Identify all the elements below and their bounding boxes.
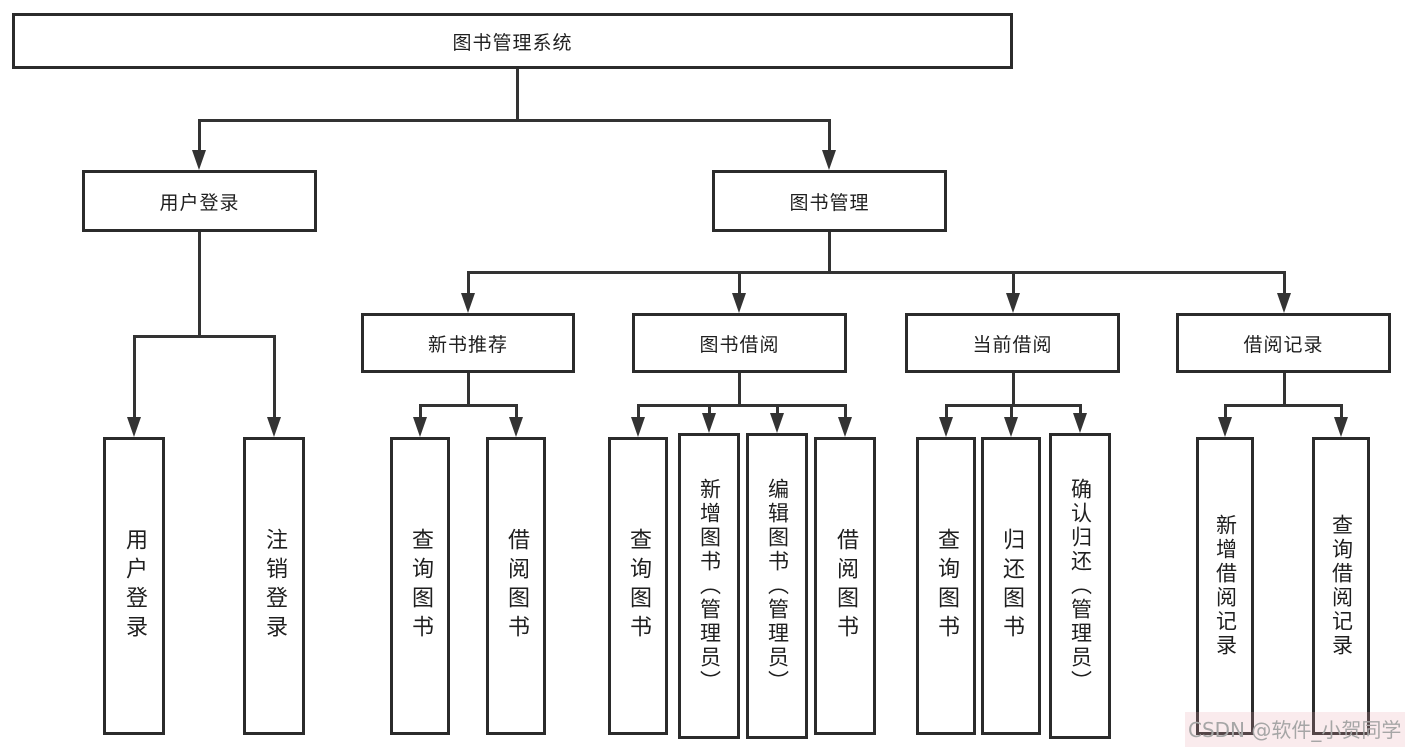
- arrowhead-icon: [1218, 417, 1232, 437]
- connector-arrow-shaft: [514, 405, 518, 419]
- connector-arrow-shaft: [1339, 405, 1343, 419]
- node-label: 借阅图书: [833, 528, 858, 644]
- connector-horizontal: [418, 403, 518, 407]
- arrowhead-icon: [127, 417, 141, 437]
- watermark-text: CSDN @软件_小贺同学: [1188, 718, 1402, 742]
- arrowhead-icon: [631, 417, 645, 437]
- connector-arrow-shaft: [1009, 405, 1013, 419]
- connector-vertical: [515, 69, 519, 120]
- connector-vertical: [827, 232, 831, 272]
- node-branch-book-mgmt: 图书管理: [712, 170, 947, 232]
- arrowhead-icon: [1006, 293, 1020, 313]
- arrowhead-icon: [822, 150, 836, 170]
- connector-horizontal: [944, 403, 1082, 407]
- connector-arrow-shaft: [466, 272, 470, 295]
- node-leaf-rec-query-book: 查询图书: [390, 437, 450, 735]
- connector-horizontal: [636, 403, 847, 407]
- node-cat-current-borrow: 当前借阅: [905, 313, 1120, 373]
- connector-arrow-shaft: [636, 405, 640, 419]
- connector-arrow-shaft: [418, 405, 422, 419]
- connector-horizontal: [197, 118, 831, 122]
- node-leaf-bb-borrow-book: 借阅图书: [814, 437, 876, 735]
- node-cat-book-borrow: 图书借阅: [632, 313, 847, 373]
- connector-arrow-shaft: [1282, 272, 1286, 295]
- node-leaf-cb-query-book: 查询图书: [916, 437, 976, 735]
- connector-arrow-shaft: [1223, 405, 1227, 419]
- node-leaf-br-query-record: 查询借阅记录: [1312, 437, 1370, 735]
- arrowhead-icon: [1004, 417, 1018, 437]
- node-leaf-bb-query-book: 查询图书: [608, 437, 668, 735]
- node-leaf-br-add-record: 新增借阅记录: [1196, 437, 1254, 735]
- node-root: 图书管理系统: [12, 13, 1013, 69]
- connector-arrow-shaft: [775, 405, 779, 415]
- arrowhead-icon: [1073, 413, 1087, 433]
- connector-horizontal: [1223, 403, 1343, 407]
- connector-arrow-shaft: [1011, 272, 1015, 295]
- node-label: 归还图书: [999, 528, 1024, 644]
- connector-arrow-shaft: [272, 336, 276, 419]
- node-label: 确认归还（管理员）: [1068, 478, 1093, 694]
- connector-vertical: [197, 232, 201, 336]
- arrowhead-icon: [461, 293, 475, 313]
- node-cat-new-book-rec: 新书推荐: [361, 313, 575, 373]
- connector-vertical: [1282, 373, 1286, 405]
- arrowhead-icon: [732, 293, 746, 313]
- arrowhead-icon: [509, 417, 523, 437]
- connector-arrow-shaft: [843, 405, 847, 419]
- node-leaf-cb-confirm-return-admin: 确认归还（管理员）: [1049, 433, 1111, 739]
- node-label: 图书管理系统: [452, 31, 573, 54]
- connector-arrow-shaft: [132, 336, 136, 419]
- connector-arrow-shaft: [944, 405, 948, 419]
- node-label: 新书推荐: [427, 333, 508, 356]
- node-label: 查询借阅记录: [1329, 514, 1354, 658]
- node-label: 查询图书: [626, 528, 651, 644]
- connector-arrow-shaft: [707, 405, 711, 415]
- arrowhead-icon: [1277, 293, 1291, 313]
- connector-arrow-shaft: [1078, 405, 1082, 415]
- node-label: 新增借阅记录: [1213, 514, 1238, 658]
- node-label: 编辑图书（管理员）: [765, 478, 790, 694]
- node-leaf-logout: 注销登录: [243, 437, 305, 735]
- arrowhead-icon: [939, 417, 953, 437]
- node-leaf-rec-borrow-book: 借阅图书: [486, 437, 546, 735]
- connector-vertical: [1011, 373, 1015, 405]
- connector-vertical: [466, 373, 470, 405]
- node-label: 当前借阅: [972, 333, 1053, 356]
- connector-arrow-shaft: [197, 120, 201, 152]
- node-label: 注销登录: [262, 528, 287, 644]
- node-leaf-cb-return-book: 归还图书: [981, 437, 1041, 735]
- node-label: 借阅记录: [1243, 333, 1324, 356]
- node-label: 查询图书: [408, 528, 433, 644]
- watermark-background: [1185, 712, 1405, 747]
- node-label: 新增图书（管理员）: [697, 478, 722, 694]
- node-label: 图书借阅: [699, 333, 780, 356]
- node-label: 查询图书: [934, 528, 959, 644]
- arrowhead-icon: [1334, 417, 1348, 437]
- arrowhead-icon: [770, 413, 784, 433]
- arrowhead-icon: [192, 150, 206, 170]
- node-label: 借阅图书: [504, 528, 529, 644]
- node-leaf-bb-add-book-admin: 新增图书（管理员）: [678, 433, 740, 739]
- node-label: 用户登录: [159, 191, 240, 214]
- node-label: 图书管理: [789, 191, 870, 214]
- node-leaf-user-login: 用户登录: [103, 437, 165, 735]
- node-cat-borrow-records: 借阅记录: [1176, 313, 1391, 373]
- connector-arrow-shaft: [827, 120, 831, 152]
- connector-arrow-shaft: [737, 272, 741, 295]
- node-branch-user-login: 用户登录: [82, 170, 317, 232]
- arrowhead-icon: [838, 417, 852, 437]
- arrowhead-icon: [413, 417, 427, 437]
- arrowhead-icon: [702, 413, 716, 433]
- connector-vertical: [737, 373, 741, 405]
- node-label: 用户登录: [122, 528, 147, 644]
- arrowhead-icon: [267, 417, 281, 437]
- connector-horizontal: [132, 334, 276, 338]
- connector-horizontal: [466, 270, 1286, 274]
- node-leaf-bb-edit-book-admin: 编辑图书（管理员）: [746, 433, 808, 739]
